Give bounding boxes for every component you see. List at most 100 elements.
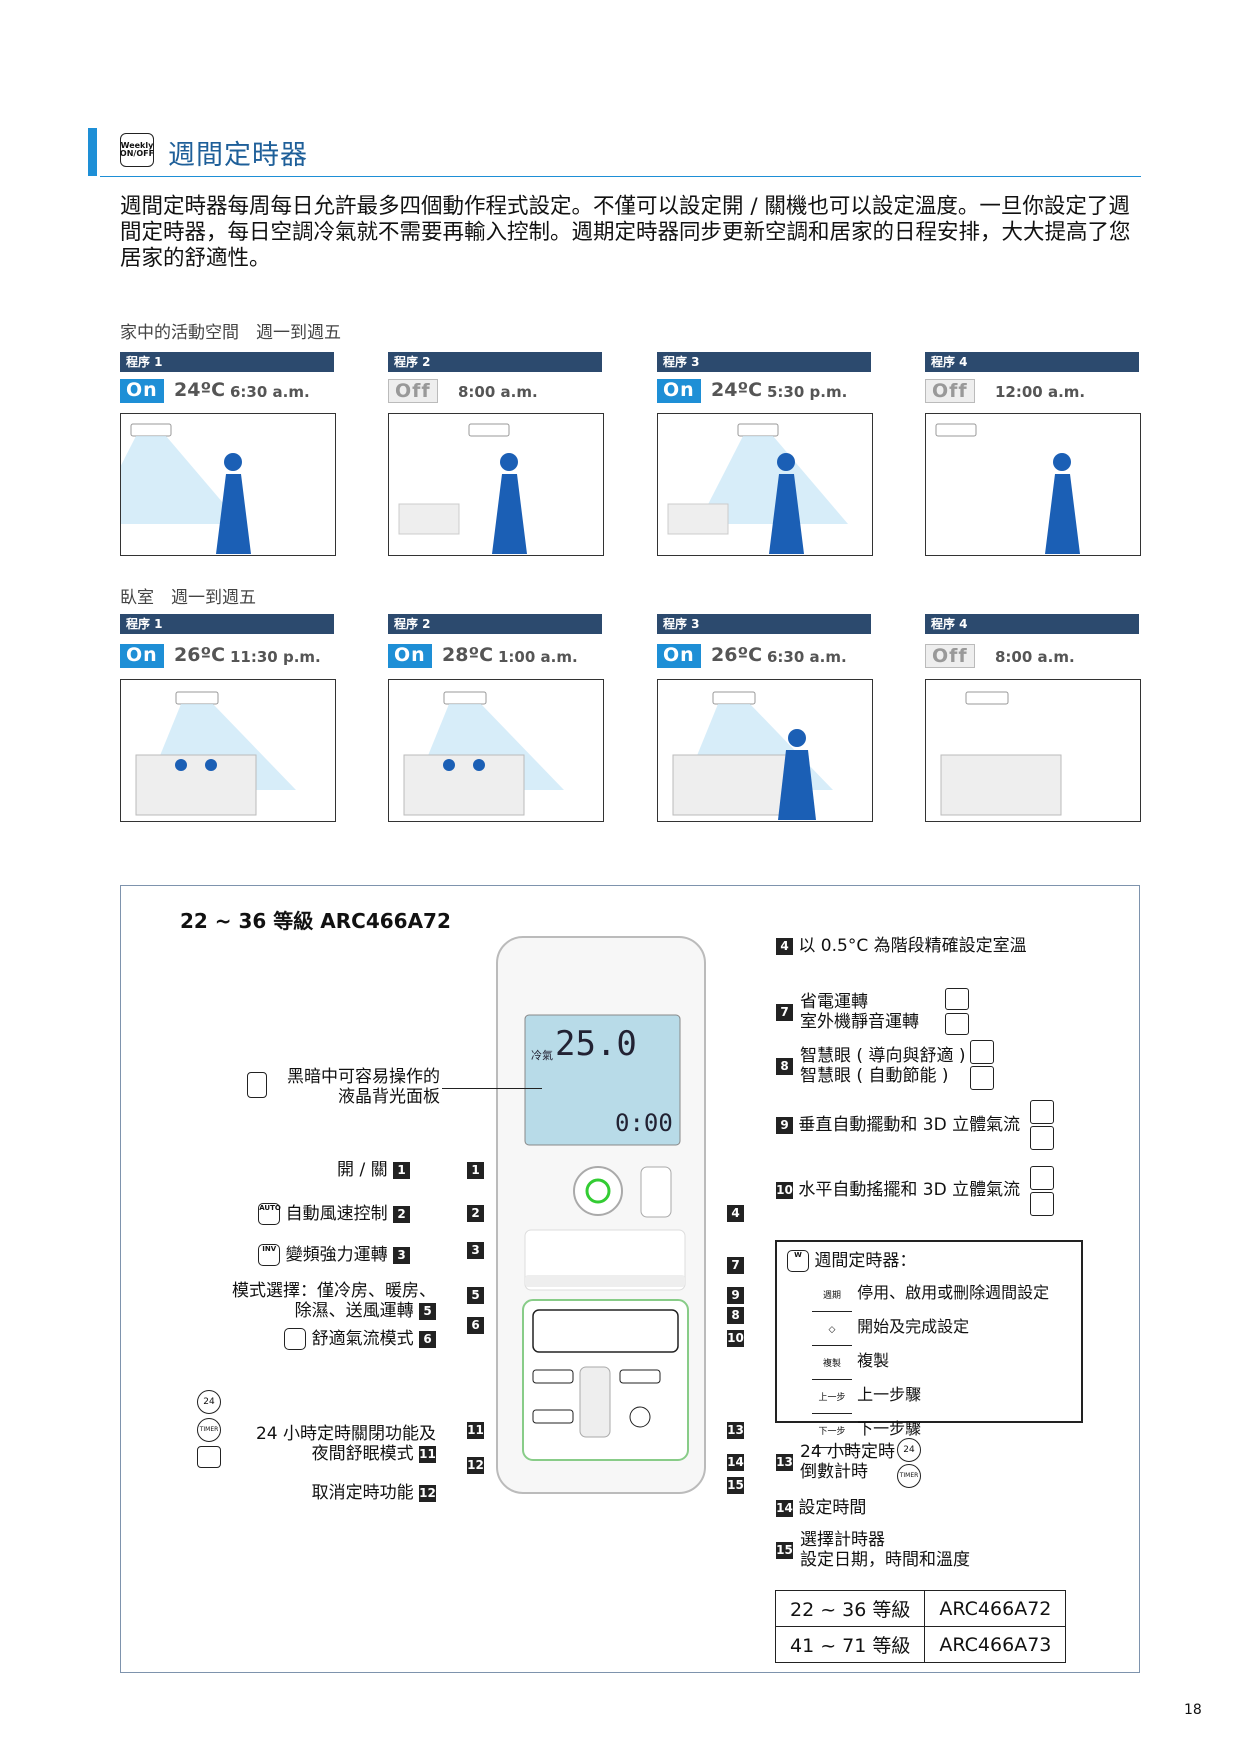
econo-icon <box>945 988 969 1010</box>
remote-panel <box>120 885 1140 1673</box>
comfort-label: 舒適氣流模式 6 <box>250 1328 436 1350</box>
program-scene-illustration <box>925 679 1141 822</box>
vertical-swing-icon <box>1030 1100 1054 1124</box>
svg-text:冷氣: 冷氣 <box>531 1048 553 1062</box>
program-time: 12:00 a.m. <box>995 383 1086 401</box>
comfort-icon <box>284 1328 307 1350</box>
auto-fan-label: AUTO 自動風速控制 2 <box>250 1203 410 1225</box>
auto-fan-icon: AUTO <box>258 1203 281 1225</box>
callout-11: 11 <box>467 1422 484 1439</box>
r10-label: 10 水平自動搖擺和 3D 立體氣流 <box>776 1180 1021 1200</box>
r15-text: 選擇計時器設定日期，時間和溫度 <box>800 1530 970 1570</box>
24h-icon-right: 24 <box>897 1438 921 1462</box>
weekly-list: 週期 停用、啟用或刪除週間設定 ◇ 開始及完成設定 複製 複製 上一步 上一步驟… <box>812 1278 1049 1448</box>
backlight-label: 黑暗中可容易操作的液晶背光面板 <box>287 1067 440 1107</box>
page-title: 週間定時器 <box>168 140 308 171</box>
program-state-badge: On <box>120 379 164 403</box>
program-state-badge: On <box>657 644 701 668</box>
bedroom-section-label: 臥室 週一到週五 <box>120 588 256 608</box>
backlight-icon <box>247 1072 267 1098</box>
weekly-title: W 週間定時器： <box>787 1250 916 1272</box>
r14-label: 14 設定時間 <box>776 1498 867 1518</box>
remote-illustration: 25.0 冷氣 0:00 <box>496 936 706 1494</box>
onoff-label: 開 / 關 1 <box>300 1160 410 1180</box>
callout-12: 12 <box>467 1457 484 1474</box>
program-bar: 程序 3 <box>657 352 871 372</box>
program-temp: 24ºC <box>711 379 763 401</box>
program-state-badge: Off <box>925 379 975 403</box>
timer-icon-right: TIMER <box>897 1464 921 1488</box>
program-bar: 程序 3 <box>657 614 871 634</box>
program-state-badge: On <box>657 379 701 403</box>
r9-label: 9 垂直自動擺動和 3D 立體氣流 <box>776 1115 1020 1135</box>
title-accent-bar <box>88 128 97 176</box>
program-time: 1:00 a.m. <box>498 648 578 666</box>
program-bar: 程序 2 <box>388 352 602 372</box>
program-temp: 28ºC <box>442 644 494 666</box>
callout-2: 2 <box>467 1205 484 1222</box>
callout-4: 4 <box>727 1205 744 1222</box>
living-section-label: 家中的活動空間 週一到週五 <box>120 323 341 343</box>
program-time: 11:30 p.m. <box>230 648 321 666</box>
r8-text: 智慧眼 ( 導向與舒適 )智慧眼 ( 自動節能 ) <box>800 1046 966 1086</box>
r4-label: 4 以 0.5°C 為階段精確設定室溫 <box>776 936 1027 956</box>
program-temp: 26ºC <box>711 644 763 666</box>
program-scene-illustration <box>120 679 336 822</box>
3d-airflow-icon-2 <box>1030 1192 1054 1216</box>
r7-label: 7 <box>776 992 793 1021</box>
program-scene-illustration <box>657 679 873 822</box>
program-time: 8:00 a.m. <box>995 648 1075 666</box>
program-time: 8:00 a.m. <box>458 383 538 401</box>
r13-label: 13 <box>776 1454 793 1471</box>
callout-7: 7 <box>727 1257 744 1274</box>
program-bar: 程序 2 <box>388 614 602 634</box>
program-temp: 24ºC <box>174 379 226 401</box>
timer24-label: 24 小時定時關閉功能及夜間舒眠模式 11 <box>255 1424 436 1464</box>
cancel-label: 取消定時功能 12 <box>311 1483 436 1503</box>
3d-airflow-icon <box>1030 1126 1054 1150</box>
intro-paragraph: 週間定時器每周每日允許最多四個動作程式設定。不僅可以設定開 / 關機也可以設定溫… <box>120 194 1131 271</box>
r8-label: 8 <box>776 1046 793 1075</box>
weekly-timer-box <box>775 1240 1083 1423</box>
program-time: 6:30 a.m. <box>767 648 847 666</box>
callout-8: 8 <box>727 1307 744 1324</box>
program-state-badge: Off <box>925 644 975 668</box>
program-bar: 程序 1 <box>120 352 334 372</box>
24h-icon: 24 <box>197 1390 221 1414</box>
horizontal-swing-icon <box>1030 1166 1054 1190</box>
program-state-badge: Off <box>388 379 438 403</box>
page-number: 18 <box>1184 1702 1202 1718</box>
intelligent-eye-icon <box>970 1040 994 1064</box>
sleep-icon <box>197 1446 221 1468</box>
weekly-timer-icon: Weekly ON/OFF <box>120 133 154 167</box>
eco-eye-icon <box>970 1066 994 1090</box>
program-scene-illustration <box>388 413 604 556</box>
lcd-temp: 25.0 <box>555 1024 637 1064</box>
callout-9: 9 <box>727 1287 744 1304</box>
program-scene-illustration <box>388 679 604 822</box>
lcd-time: 0:00 <box>615 1109 673 1137</box>
callout-10: 10 <box>727 1330 744 1347</box>
program-scene-illustration <box>657 413 873 556</box>
callout-14: 14 <box>727 1454 744 1471</box>
program-time: 5:30 p.m. <box>767 383 848 401</box>
program-bar: 程序 4 <box>925 614 1139 634</box>
callout-5: 5 <box>467 1287 484 1304</box>
program-scene-illustration <box>925 413 1141 556</box>
program-bar: 程序 4 <box>925 352 1139 372</box>
inverter-icon: INV <box>258 1244 281 1266</box>
program-scene-illustration <box>120 413 336 556</box>
callout-6: 6 <box>467 1317 484 1334</box>
callout-15: 15 <box>727 1477 744 1494</box>
r13-text: 24 小時定時倒數計時 <box>800 1442 896 1482</box>
title-divider <box>100 176 1141 177</box>
leader-line <box>442 1088 542 1089</box>
program-state-badge: On <box>388 644 432 668</box>
program-bar: 程序 1 <box>120 614 334 634</box>
inverter-label: INV 變頻強力運轉 3 <box>250 1244 410 1266</box>
program-state-badge: On <box>120 644 164 668</box>
weekly-timer-icon-small: W <box>787 1250 809 1272</box>
